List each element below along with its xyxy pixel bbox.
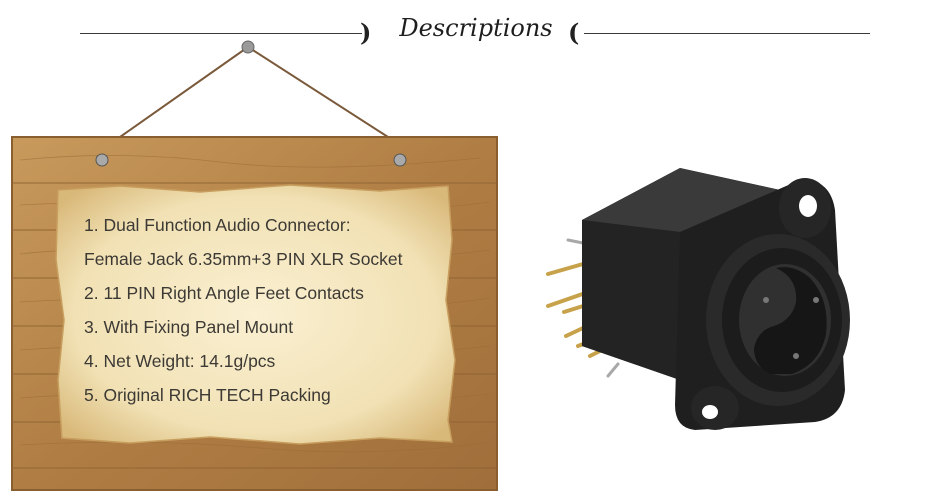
xlr-combo-jack-connector-image <box>530 150 890 440</box>
hanging-wooden-sign: 1. Dual Function Audio Connector: Female… <box>0 40 520 495</box>
description-line-2: 2. 11 PIN Right Angle Feet Contacts <box>84 283 364 303</box>
sign-illustration <box>11 40 498 491</box>
description-line-5: 5. Original RICH TECH Packing <box>84 385 331 405</box>
description-line-1: 1. Dual Function Audio Connector: <box>84 215 351 235</box>
description-list: 1. Dual Function Audio Connector: Female… <box>84 208 444 412</box>
header-divider-left <box>80 33 362 34</box>
header-divider-right <box>584 33 870 34</box>
header-bracket-right: ( <box>568 18 580 47</box>
connector-illustration <box>546 168 850 430</box>
description-line-1-cont: Female Jack 6.35mm+3 PIN XLR Socket <box>84 249 403 269</box>
description-line-3: 3. With Fixing Panel Mount <box>84 317 294 337</box>
page-title: Descriptions <box>399 14 553 42</box>
description-line-4: 4. Net Weight: 14.1g/pcs <box>84 351 276 371</box>
header-bracket-left: ) <box>360 18 372 47</box>
